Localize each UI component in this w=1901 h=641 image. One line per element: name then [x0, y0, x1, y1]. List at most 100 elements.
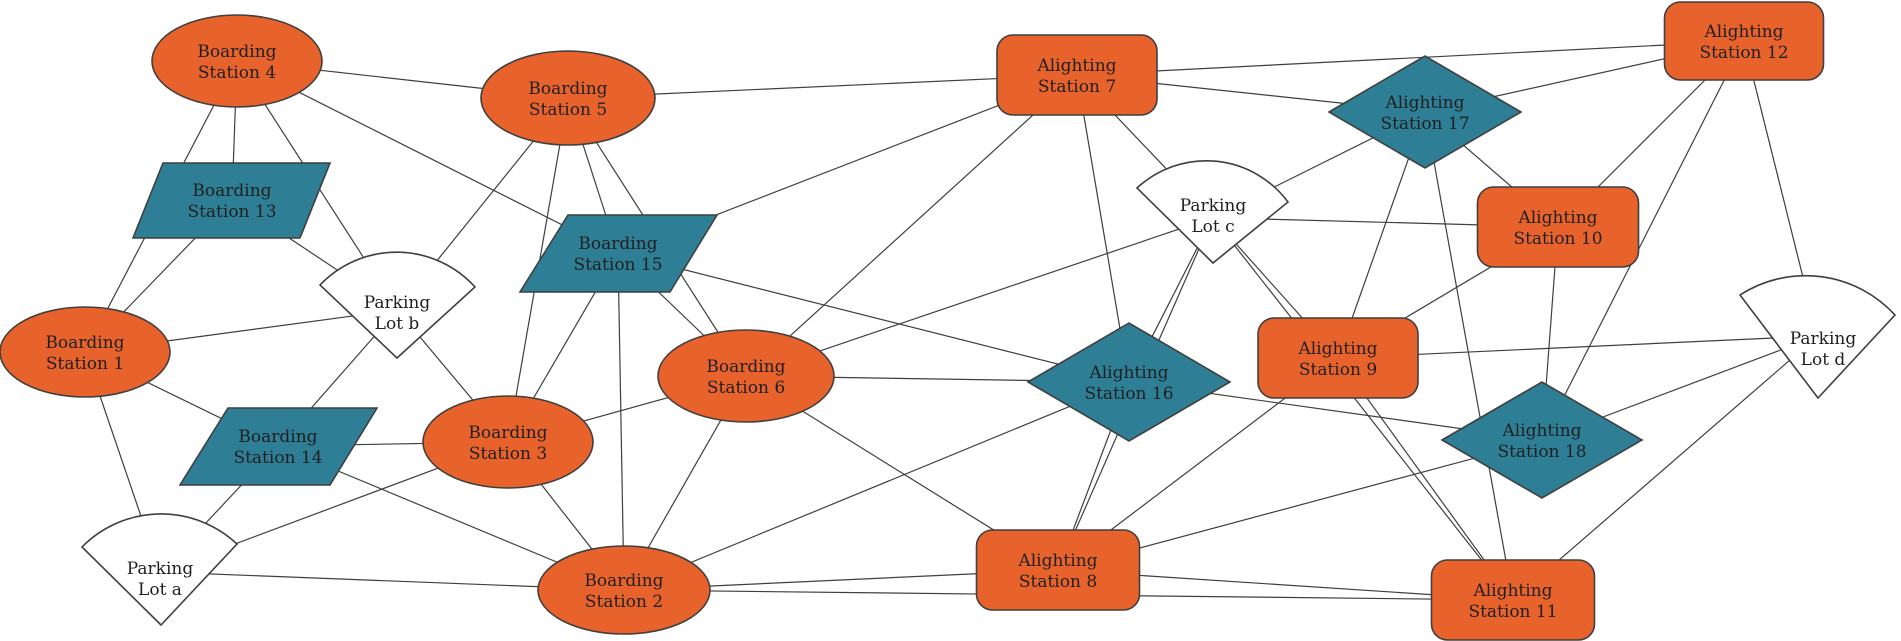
- node-label-line1: Alighting: [1088, 363, 1168, 383]
- ellipse-shape: [422, 395, 594, 489]
- fan-shape: [318, 251, 477, 360]
- node-label-line1: Boarding: [468, 423, 547, 443]
- fan-shape: [1738, 274, 1897, 400]
- roundrect-shape: [996, 34, 1158, 116]
- node-label-line1: Parking: [1790, 329, 1857, 349]
- node-label-line2: Station 7: [1038, 77, 1116, 97]
- node-label-line1: Parking: [364, 293, 431, 313]
- node-label-line2: Station 12: [1699, 43, 1788, 63]
- node-label-line2: Station 5: [529, 100, 607, 120]
- node-label-line2: Station 6: [707, 378, 785, 398]
- node-label-line1: Boarding: [706, 357, 785, 377]
- node-label-line1: Alighting: [1703, 22, 1783, 42]
- parallelogram-shape: [178, 407, 379, 486]
- node-label-line1: Boarding: [238, 427, 317, 447]
- node-label-line2: Station 13: [187, 202, 276, 222]
- edge-b4-b15: [236, 60, 619, 254]
- diamond-shape: [1327, 55, 1523, 169]
- roundrect-shape: [975, 529, 1141, 611]
- edge-b15-b2: [617, 252, 625, 591]
- node-label-line2: Station 14: [233, 448, 322, 468]
- node-label-line2: Station 1: [46, 354, 124, 374]
- edge-b6-pc: [745, 217, 1213, 377]
- node-label-line1: Alighting: [1036, 56, 1116, 76]
- ellipse-shape: [657, 329, 835, 423]
- node-label-line2: Lot c: [1191, 217, 1234, 237]
- diamond-shape: [1026, 322, 1232, 442]
- edge-as7-as12: [1076, 40, 1745, 76]
- node-label-line2: Station 4: [198, 63, 276, 83]
- edges-layer: [84, 40, 1819, 601]
- node-label-line1: Boarding: [584, 571, 663, 591]
- node-label-line2: Station 9: [1299, 360, 1377, 380]
- node-label-line1: Boarding: [578, 234, 657, 254]
- edge-b2-as16: [623, 381, 1130, 591]
- node-label-line1: Parking: [127, 559, 194, 579]
- edge-as17-as11: [1424, 111, 1514, 601]
- node-label-line2: Station 15: [573, 255, 662, 275]
- ellipse-shape: [537, 545, 711, 635]
- diamond-shape: [1440, 381, 1644, 499]
- node-label-line1: Alighting: [1472, 581, 1552, 601]
- edge-b6-as7: [745, 74, 1078, 377]
- node-label-line1: Alighting: [1384, 93, 1464, 113]
- node-label-line1: Alighting: [1017, 551, 1097, 571]
- node-label-line2: Station 16: [1084, 384, 1173, 404]
- fan-shape: [1135, 160, 1290, 265]
- node-label-line2: Station 11: [1468, 602, 1557, 622]
- node-label-line1: Boarding: [528, 79, 607, 99]
- ellipse-shape: [0, 306, 171, 398]
- node-label-line2: Station 18: [1497, 442, 1586, 462]
- node-label-line1: Alighting: [1297, 339, 1377, 359]
- ellipse-shape: [151, 14, 323, 108]
- node-label-line1: Alighting: [1501, 421, 1581, 441]
- node-label-line2: Station 17: [1380, 114, 1469, 134]
- roundrect-shape: [1476, 186, 1640, 268]
- node-label-line1: Boarding: [197, 42, 276, 62]
- parallelogram-shape: [518, 214, 719, 293]
- fan-shape: [80, 513, 239, 627]
- node-label-line2: Lot b: [375, 314, 420, 334]
- parallelogram-shape: [131, 162, 332, 239]
- node-label-line2: Lot a: [138, 580, 182, 600]
- node-label-line2: Lot d: [1801, 350, 1846, 370]
- node-label-line1: Boarding: [192, 181, 271, 201]
- edge-pc-as11: [1212, 217, 1514, 601]
- edge-pd-as11: [1512, 335, 1819, 601]
- ellipse-shape: [480, 50, 656, 146]
- edge-b15-as16: [617, 252, 1130, 383]
- roundrect-shape: [1663, 1, 1825, 81]
- node-label-line1: Alighting: [1517, 208, 1597, 228]
- edge-as12-as18: [1541, 40, 1745, 441]
- node-label-line2: Station 10: [1513, 229, 1602, 249]
- node-label-line2: Station 3: [469, 444, 547, 464]
- node-label-line2: Station 8: [1019, 572, 1097, 592]
- roundrect-shape: [1430, 559, 1596, 641]
- node-label-line1: Parking: [1180, 196, 1247, 216]
